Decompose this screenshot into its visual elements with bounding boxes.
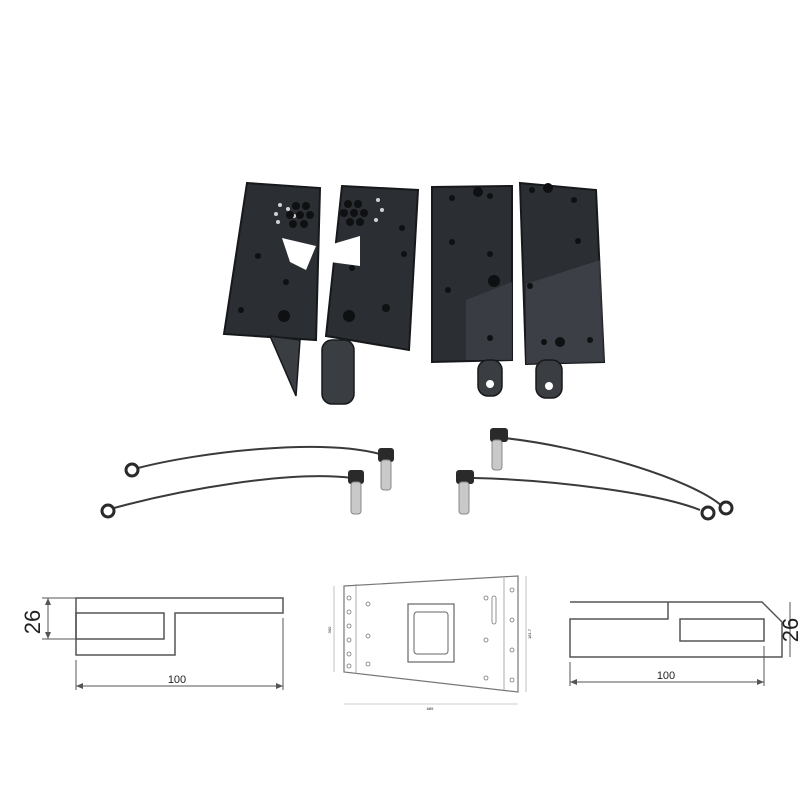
rigging-bracket-front-right <box>321 184 420 405</box>
right-height-label: 26 <box>778 618 800 642</box>
left-height-label: 26 <box>20 610 45 634</box>
cabinet-height-label: 300 <box>327 626 332 633</box>
cabinet-drawing <box>333 575 527 705</box>
safety-cable-right-upper <box>490 428 734 516</box>
right-width-label: 100 <box>657 670 675 682</box>
cabinet-depth-label: 181.7 <box>527 628 532 639</box>
safety-cable-left-lower <box>100 470 364 519</box>
left-width-label: 100 <box>168 674 186 686</box>
right-profile-drawing <box>569 601 791 686</box>
rigging-bracket-rear-left <box>431 184 513 397</box>
cabinet-width-label: 689 <box>427 706 434 711</box>
left-profile-drawing <box>42 597 284 690</box>
safety-cable-right-lower <box>456 470 716 521</box>
safety-cable-left-upper <box>124 445 394 491</box>
rigging-bracket-rear-right <box>518 181 606 399</box>
rigging-bracket-front-left <box>222 181 322 397</box>
